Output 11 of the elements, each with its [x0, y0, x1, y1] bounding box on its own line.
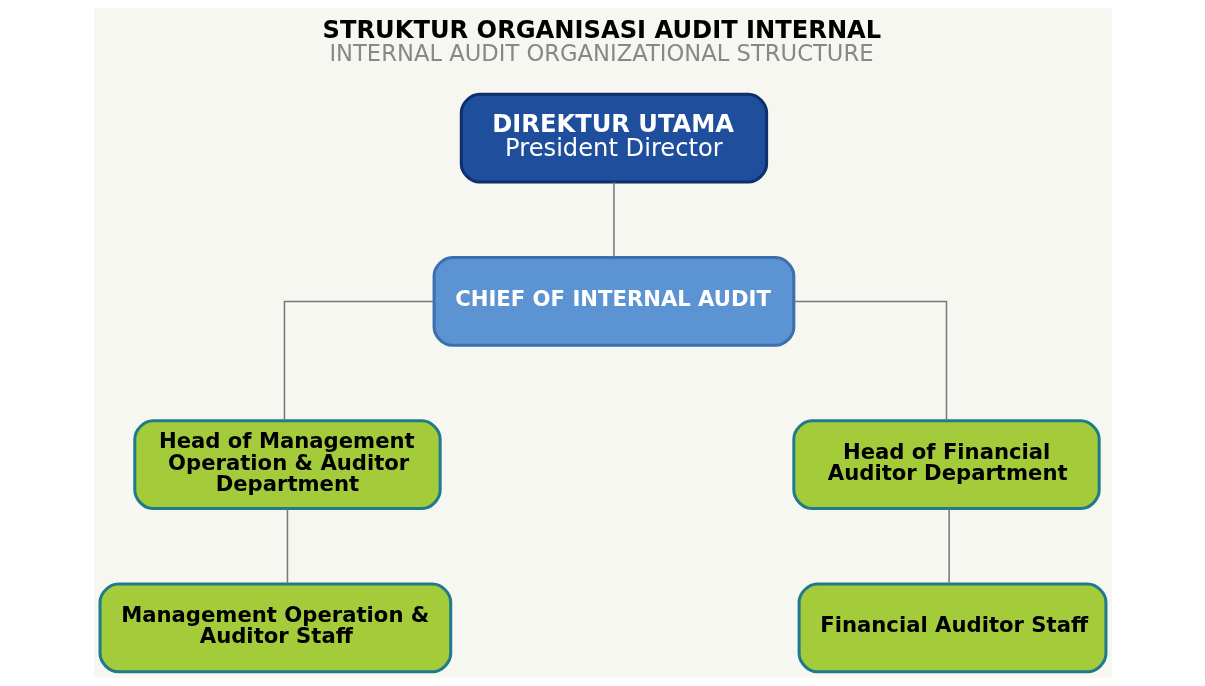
node-box: CHIEF OF INTERNAL AUDIT [432, 256, 795, 347]
node-box: DIREKTUR UTAMA President Director [459, 92, 768, 184]
node-box: Management Operation & Auditor Staff [98, 582, 452, 674]
connector [792, 300, 947, 422]
connector [286, 508, 288, 585]
node-box: Financial Auditor Staff [797, 582, 1107, 674]
node-box: Head of Financial Auditor Department [791, 419, 1101, 510]
connector [283, 300, 435, 422]
node-box: Head of Management Operation & Auditor Department [132, 419, 442, 510]
connector [612, 181, 615, 258]
connector [947, 508, 950, 585]
